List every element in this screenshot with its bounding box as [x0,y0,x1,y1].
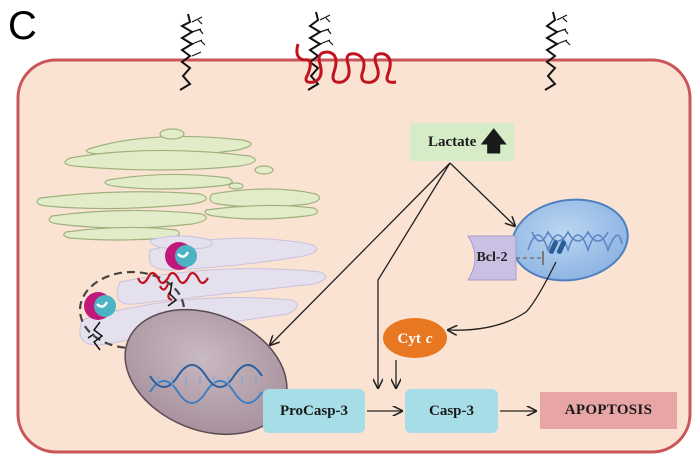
apoptosis-box: APOPTOSIS [540,392,677,429]
bcl2-channel [548,240,567,254]
mito-to-cytc-arrow [448,261,557,330]
casp3-box: Casp-3 [405,389,498,433]
enzyme-top [165,242,197,270]
panel-letter: C [8,4,37,48]
membrane-glycoprotein-right [544,11,571,91]
red-glycan-chain [295,43,397,84]
bcl2-protein [467,235,517,281]
membrane-glycoprotein-middle [307,11,334,91]
bcl2-label: Bcl-2 [476,250,508,265]
black-glycan [87,321,104,351]
cytc-ellipse [383,318,447,358]
lactate-label: Lactate [428,133,477,150]
cytc-text: Cyt [397,330,421,347]
up-arrow-icon: 🡅 [480,127,508,157]
lactate-arrows [270,162,515,388]
cytc-italic: c [425,330,433,347]
enzyme-bottom [84,292,116,320]
golgi-apparatus [36,128,321,241]
membrane-glycoprotein-left [179,13,206,91]
lactate-box: Lactate 🡅 [410,123,514,161]
dna-helix [149,364,263,404]
procasp3-box: ProCasp-3 [263,389,365,433]
er-glycan-stem [167,281,178,307]
